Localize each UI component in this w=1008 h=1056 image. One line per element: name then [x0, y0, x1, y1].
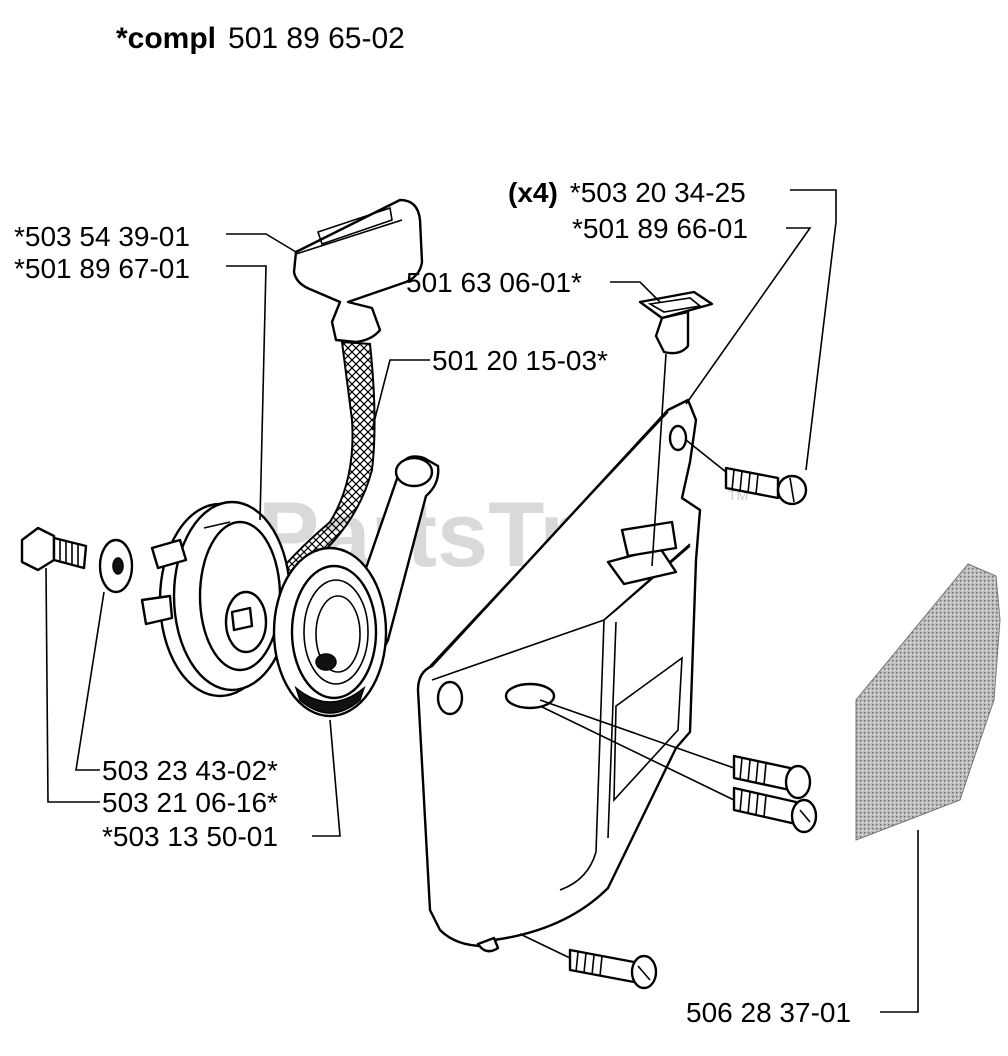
center-bolt: [20, 526, 88, 572]
label-cover-assembly: *501 89 66-01: [572, 213, 748, 244]
cover-screw-top: [724, 466, 808, 506]
label-handle: *503 54 39-01: [14, 221, 190, 252]
label-x4-prefix: (x4): [508, 177, 558, 208]
starter-cover: [416, 398, 702, 953]
compl-prefix: *compl: [116, 22, 216, 55]
cover-screw-middle: [732, 754, 812, 800]
label-screw-top-number: *503 20 34-25: [570, 177, 746, 208]
label-washer: 503 23 43-02*: [102, 755, 278, 786]
label-grommet: 501 63 06-01*: [406, 267, 582, 298]
leader-lines: [45, 189, 919, 1013]
recoil-spring-housing: [272, 455, 440, 718]
washer: [98, 538, 134, 594]
decal: [855, 563, 1001, 841]
starter-handle: [292, 198, 424, 344]
label-center-bolt: 503 21 06-16*: [102, 787, 278, 818]
rope-pulley: [140, 500, 292, 698]
cover-screw-bottom: [568, 948, 658, 990]
label-rope: 501 20 15-03*: [432, 345, 608, 376]
compl-part-number: 501 89 65-02: [228, 22, 405, 55]
label-pulley: *501 89 67-01: [14, 253, 190, 284]
label-decal: 506 28 37-01: [686, 997, 851, 1028]
label-spring: *503 13 50-01: [102, 821, 278, 852]
label-screw-top: (x4) *503 20 34-25: [508, 177, 746, 208]
cover-screw-lower: [732, 786, 818, 834]
compl-label: *compl 501 89 65-02: [116, 22, 405, 55]
grommet: [638, 290, 714, 355]
